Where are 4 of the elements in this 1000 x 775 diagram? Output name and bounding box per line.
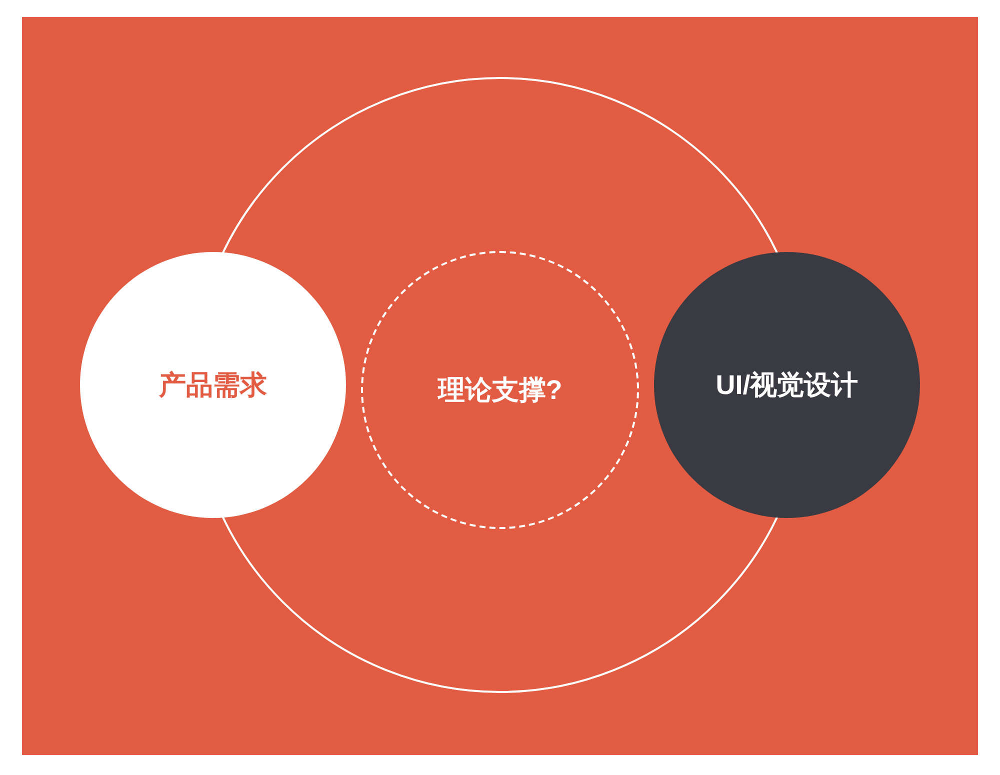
node-label: 产品需求 [159,369,267,402]
node-label: UI/视觉设计 [716,369,858,402]
node-label: 理论支撑? [438,374,562,407]
dashed-circle [361,251,639,529]
